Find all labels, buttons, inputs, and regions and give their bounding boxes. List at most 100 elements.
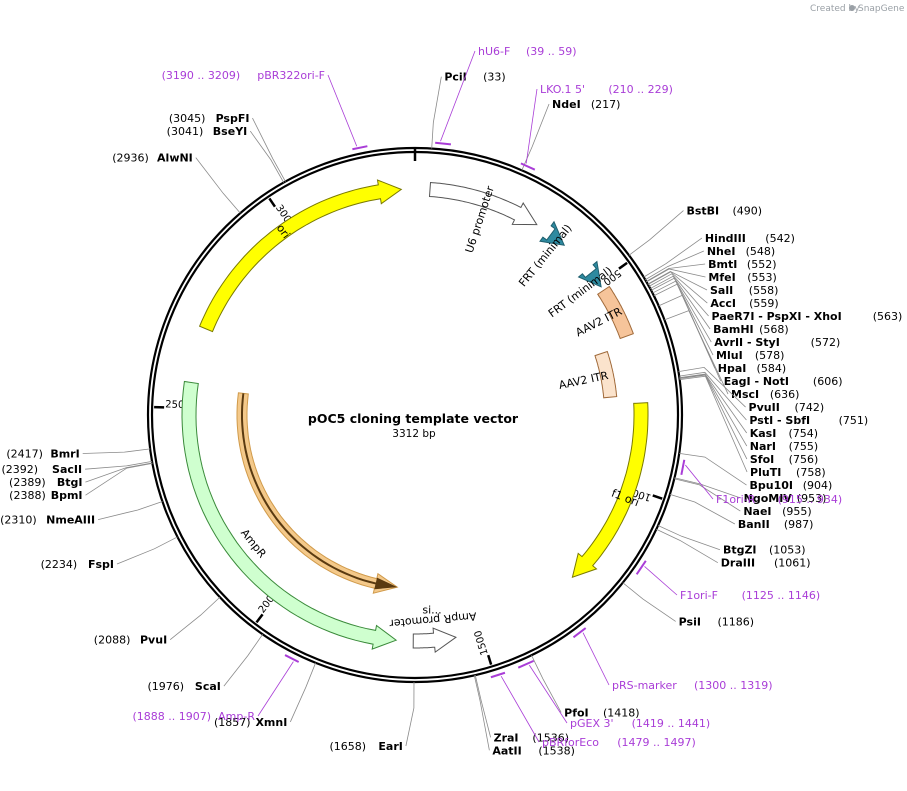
site-paer7i-pspxi-xhoi[interactable]: PaeR7I - PspXI - XhoI(563) — [648, 273, 902, 323]
site-position: (754) — [789, 427, 819, 440]
site-fspi[interactable]: FspI(2234) — [41, 536, 178, 571]
site-position: (742) — [795, 401, 825, 414]
primer-binding-mark — [284, 654, 300, 663]
primer-pbrforeco[interactable]: pBRforEco(1479 .. 1497) — [490, 671, 696, 749]
site-psii[interactable]: PsiI(1186) — [622, 582, 754, 629]
site-pluti[interactable]: PluTI(758) — [679, 375, 826, 479]
primer-amp-r[interactable]: Amp-R(1888 .. 1907) — [132, 654, 300, 723]
site-leader — [679, 375, 748, 473]
site-btgi[interactable]: BtgI(2389) — [9, 462, 153, 489]
site-hindiii[interactable]: HindIII(542) — [643, 232, 795, 278]
primers: hU6-F(39 .. 59)LKO.1 5'(210 .. 229) F1ori… — [132, 45, 842, 749]
site-bmti[interactable]: BmtI(552) — [646, 258, 777, 282]
site-name: PsiI — [679, 615, 701, 628]
site-pcii[interactable]: PciI(33) — [431, 71, 506, 149]
site-name: BmtI — [708, 258, 737, 271]
site-acci[interactable]: AccI(559) — [647, 271, 779, 310]
site-position: (955) — [782, 505, 812, 518]
primer-name: F1ori-R — [716, 493, 756, 506]
site-naei[interactable]: NaeI (955) — [674, 478, 812, 518]
site-btgzi[interactable]: BtgZI(1053) — [657, 525, 806, 557]
site-leader — [679, 371, 747, 421]
site-scai[interactable]: ScaI(1976) — [148, 634, 264, 693]
primer-binding-mark — [517, 659, 535, 669]
site-name: PspFI — [216, 112, 250, 125]
site-xmni[interactable]: XmnI(1857) — [214, 662, 317, 729]
primer-name: pBRforEco — [542, 736, 599, 749]
site-avrii-styi[interactable]: AvrII - StyI(572) — [650, 277, 841, 349]
site-eagi-noti[interactable]: EagI - NotI(606) — [658, 294, 843, 388]
primer-f1ori-r[interactable]: F1ori-R(915 .. 934) — [680, 459, 842, 506]
site-bpmi[interactable]: BpmI(2388) — [9, 462, 153, 502]
site-name: NaeI — [743, 505, 771, 518]
primer-f1ori-f[interactable]: F1ori-F(1125 .. 1146) — [635, 560, 820, 602]
site-pvui[interactable]: PvuI(2088) — [94, 596, 221, 647]
site-name: SfoI — [750, 453, 774, 466]
site-bmri[interactable]: BmrI(2417) — [6, 447, 151, 460]
tick-label-1500: 1500 — [473, 629, 491, 657]
site-kasi[interactable]: KasI(754) — [679, 373, 819, 440]
primer-binding-mark — [680, 459, 686, 476]
site-leader — [658, 294, 722, 382]
site-name: ZraI — [494, 731, 519, 744]
site-draiii[interactable]: DraIII(1061) — [656, 528, 811, 570]
site-leader — [252, 117, 286, 182]
site-bpu10i[interactable]: Bpu10I(904) — [679, 452, 832, 492]
site-name: HindIII — [705, 232, 746, 245]
site-alwni[interactable]: AlwNI(2936) — [112, 152, 241, 214]
site-bseyi[interactable]: BseYI(3041) — [167, 125, 285, 183]
site-nhei[interactable]: NheI(548) — [645, 245, 775, 281]
site-leader — [474, 675, 491, 738]
site-sfoi[interactable]: SfoI (756) — [679, 374, 819, 466]
primer-binding-mark — [352, 145, 368, 151]
site-name: NarI — [750, 440, 776, 453]
site-pvuii[interactable]: PvuII(742) — [678, 366, 825, 414]
tick-1500 — [487, 654, 493, 666]
site-leader — [473, 675, 490, 751]
site-msci[interactable]: MscI(636) — [664, 310, 799, 401]
site-mfei[interactable]: MfeI(553) — [646, 268, 777, 284]
site-leader — [657, 525, 721, 551]
primer-leader — [528, 664, 568, 724]
site-position: (2417) — [6, 447, 43, 460]
site-name: BamHI — [713, 323, 754, 336]
site-position: (578) — [755, 349, 785, 362]
primer-range: (39 .. 59) — [526, 45, 577, 58]
site-name: BpmI — [51, 489, 83, 502]
site-sali[interactable]: SalI(558) — [647, 270, 779, 297]
site-ndei[interactable]: NdeI(217) — [521, 98, 621, 171]
primer-prs-marker[interactable]: pRS-marker(1300 .. 1319) — [572, 627, 773, 692]
site-position: (756) — [789, 453, 819, 466]
site-banii[interactable]: BanII(987) — [669, 493, 814, 531]
primer-binding-mark — [635, 560, 647, 575]
feature-frt-minimal-1 — [539, 220, 566, 246]
site-nmeaiii[interactable]: NmeAIII(2310) — [0, 501, 163, 527]
site-ngomiv[interactable]: NgoMIV(953) — [674, 477, 827, 505]
site-bamhi[interactable]: BamHI(568) — [649, 275, 789, 336]
truncated-feature-label: si... — [422, 603, 441, 616]
site-mlui[interactable]: MluI(578) — [652, 280, 785, 362]
feature-ampr-7 — [181, 380, 398, 650]
primer-pgex-3[interactable]: pGEX 3'(1419 .. 1441) — [517, 659, 710, 730]
site-hpai[interactable]: HpaI(584) — [653, 283, 786, 375]
site-sacii[interactable]: SacII(2392) — [2, 460, 153, 476]
site-eari[interactable]: EarI(1658) — [330, 681, 415, 753]
site-position: (2088) — [94, 634, 131, 647]
site-leader — [674, 478, 741, 512]
site-name: Bpu10I — [750, 479, 794, 492]
site-bstbi[interactable]: BstBI(490) — [628, 205, 762, 256]
restriction-sites: PciI(33)NdeI(217)BstBI(490)HindIII(542)N… — [0, 71, 902, 758]
primer-range: (1300 .. 1319) — [694, 679, 773, 692]
site-pspfi[interactable]: PspFI(3045) — [169, 112, 286, 182]
site-zrai[interactable]: ZraI(1536) — [474, 675, 569, 744]
site-position: (572) — [811, 336, 841, 349]
primer-hu6-f[interactable]: hU6-F(39 .. 59) — [435, 45, 577, 146]
primer-lko-1-5[interactable]: LKO.1 5'(210 .. 229) — [520, 83, 673, 171]
site-nari[interactable]: NarI(755) — [679, 374, 818, 453]
site-aatii[interactable]: AatII(1538) — [473, 675, 575, 757]
primer-pbr322ori-f[interactable]: pBR322ori-F(3190 .. 3209) — [162, 69, 368, 151]
site-psti-sbfi[interactable]: PstI - SbfI(751) — [679, 371, 868, 427]
primer-name: LKO.1 5' — [540, 83, 585, 96]
site-pfoi[interactable]: PfoI(1418) — [531, 655, 640, 719]
site-name: AccI — [710, 297, 736, 310]
